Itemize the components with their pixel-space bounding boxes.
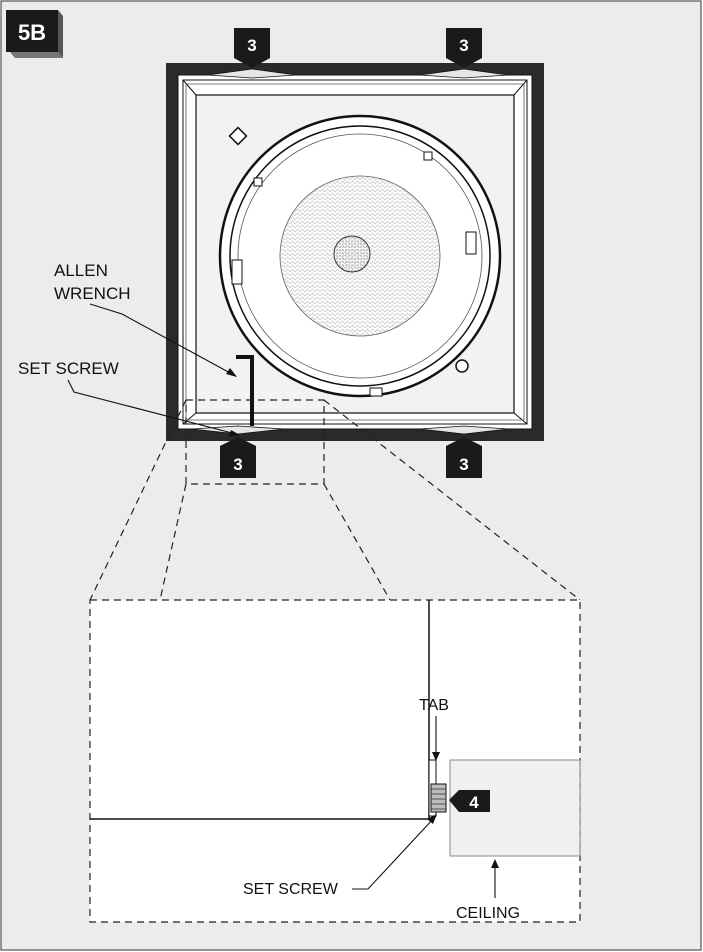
hole-marker (455, 359, 469, 373)
step-badge: 5B (6, 10, 63, 58)
allen-wrench-label-line1: ALLEN (54, 261, 108, 280)
callout-3-top-left-label: 3 (247, 36, 256, 55)
detail-set-screw (430, 783, 447, 813)
step-badge-label: 5B (18, 20, 46, 45)
leader-lines-top (67, 303, 240, 437)
callout-3-top-right-label: 3 (459, 36, 468, 55)
allen-wrench-label-line2: WRENCH (54, 284, 131, 303)
leader-lines-detail (352, 716, 499, 898)
set-screw-label-detail: SET SCREW (243, 881, 339, 898)
tab-label: TAB (419, 697, 449, 714)
callout-3-bottom-left-label: 3 (233, 455, 242, 474)
callout-3-top-left: 3 (234, 28, 270, 68)
callout-3-bottom-right: 3 (446, 437, 482, 478)
allen-wrench (236, 355, 254, 426)
callout-4: 4 (449, 790, 490, 812)
diamond-marker (228, 126, 248, 146)
callout-3-bottom-right-label: 3 (459, 455, 468, 474)
tension-marks (191, 68, 509, 435)
zoom-connectors (89, 399, 581, 601)
callout-3-bottom-left: 3 (220, 437, 256, 478)
ceiling-label: CEILING (456, 905, 520, 922)
set-screw-label-top: SET SCREW (18, 359, 119, 378)
speaker-grille (218, 114, 502, 398)
callout-3-top-right: 3 (446, 28, 482, 68)
callout-4-label: 4 (469, 793, 479, 812)
